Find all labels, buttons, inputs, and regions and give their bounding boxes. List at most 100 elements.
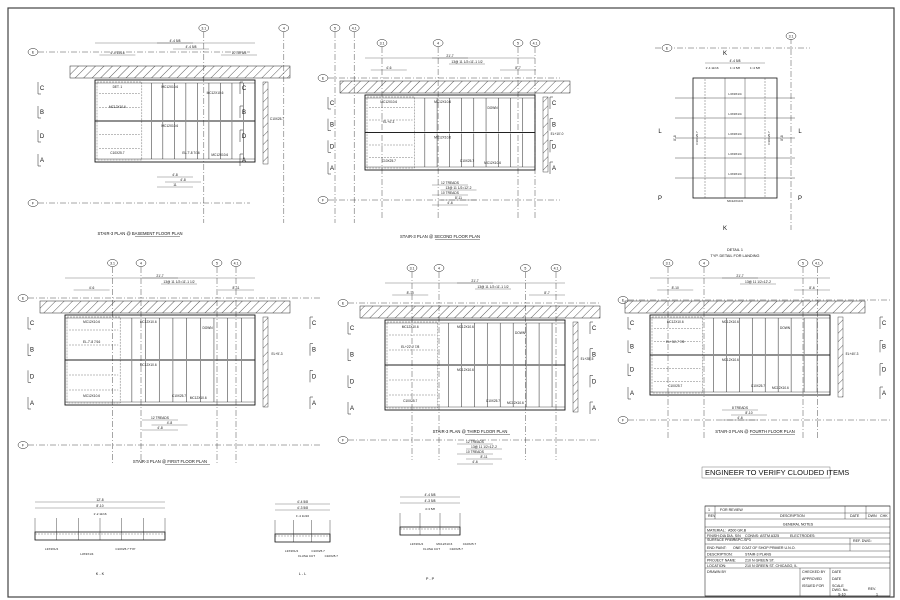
section-mark-A: A (40, 158, 44, 164)
section-mark-D: D (30, 374, 35, 380)
location-label: LOCATION: (707, 564, 726, 568)
member-label: MC12X10.6 (109, 105, 126, 109)
member-label: MC12X10.6 (161, 124, 178, 128)
member-label: C10X25.7 (486, 399, 500, 403)
landing (96, 81, 142, 161)
grid-label-4.1: 4.1 (352, 26, 357, 30)
member-label: DOWN (515, 331, 526, 335)
dimension: 4'-6 (737, 416, 743, 420)
dimension: 8'-11 (233, 286, 240, 290)
detail-1: E3.1 (655, 32, 810, 230)
grid-label-5-bubble (211, 259, 223, 267)
member-label: MC12X10.6 (211, 153, 228, 157)
member-label: L3X3X1/4 (728, 152, 742, 156)
member-label: EL-7'-8 7/16 (83, 340, 100, 344)
member-label: C10X25.7 (382, 159, 396, 163)
section-mark-C: C (630, 321, 635, 327)
member-label: DOWN (487, 106, 498, 110)
section-mark-B: B (312, 348, 316, 354)
grid-label-F: F (622, 418, 624, 422)
section-mark-B: B (30, 348, 34, 354)
dimension: 10'-10 5/8 (232, 51, 247, 55)
date-label: DATE (832, 577, 842, 581)
electrodes-label: ELECTRODES: (790, 534, 815, 538)
dimension: 4'-4 11/16 (110, 51, 124, 55)
grid-label-3.1-bubble (785, 32, 797, 40)
member-label: MC12X10.6 (457, 325, 474, 329)
section-mark-P: P (798, 196, 802, 202)
grid-label-3.1-bubble (107, 259, 118, 267)
end-paint-value: ONE COAT OF SHOP PRIMER U.N.O. (733, 546, 796, 550)
sheet-rev: 1 (876, 593, 878, 597)
dimension: 8'-7 (515, 66, 521, 70)
section-mark-B: B (330, 123, 334, 129)
header-chk: CHK (880, 514, 888, 518)
project-label: PROJECT NAME: (707, 559, 736, 563)
grid-label-F-bubble (617, 416, 629, 424)
grid-label-4-bubble (432, 39, 444, 47)
grid-label-5: 5 (802, 261, 804, 265)
detail-title: DETAIL 1 (727, 248, 743, 252)
member-label: C10X25.7 (695, 131, 699, 145)
checked-by-label: CHECKED BY (802, 570, 826, 574)
member-label: MC12X10.6 (434, 100, 451, 104)
grid-label-E: E (322, 76, 325, 80)
dimension: 4'-3 5/8 (425, 499, 436, 503)
section-mark-B: B (242, 110, 246, 116)
dimension: 8'-10 (672, 286, 679, 290)
header-description: DESCRIPTION (780, 514, 805, 518)
end-paint-label: END PAINT: (707, 546, 727, 550)
section-mark-A: A (242, 158, 246, 164)
dimension: 13@ 11 1/2=12'-2 (471, 445, 497, 449)
dimension: 1'-4 5/8 (730, 66, 740, 70)
rev-description: FOR REVIEW (720, 508, 743, 512)
grid-label-5-bubble (797, 259, 809, 267)
dimension: 13@ 11 1/2=12'-2 (745, 280, 771, 284)
dimension: 8'-10 (407, 291, 414, 295)
grid-label-F-bubble (17, 441, 29, 449)
wall-hatch (262, 81, 269, 165)
grid-label-F-bubble (317, 196, 329, 204)
member-label: C10X25.7 TYP (115, 547, 135, 551)
conns-label: CONNS: (745, 534, 759, 538)
member-label: MC12X10.6 (83, 394, 100, 398)
grid-label-E: E (622, 298, 625, 302)
wall-hatch (339, 80, 571, 94)
section-mark-D: D (40, 134, 45, 140)
dimension: 8'-8 (780, 135, 784, 141)
grid-label-3.1: 3.1 (201, 26, 206, 30)
grid-label-5-bubble (512, 39, 524, 47)
grid-label-3.1: 3.1 (380, 41, 385, 45)
drawn-by-label: DRAWN BY (707, 570, 727, 574)
dimension: 4'-4 5/8 (186, 45, 197, 49)
dimension: 13@ 11 1/2=11'-1 1/2 (451, 60, 482, 64)
general-notes-heading: GENERAL NOTES (783, 523, 814, 527)
section-mark-B: B (592, 353, 596, 359)
grid-label-E: E (32, 50, 35, 54)
dimension: 13@ 11 1/2=11'-1 1/2 (163, 280, 194, 284)
member-label: MC12X10.6 (457, 368, 474, 372)
grid-label-3.1-bubble (662, 259, 674, 267)
member-label: EL+22'-2 7/8 (401, 345, 419, 349)
section-mark-A: A (350, 406, 354, 412)
member-label: L3X3X1/4 (80, 552, 94, 556)
section-mark-A: A (882, 391, 886, 397)
dimension: 4'-6 (447, 201, 453, 205)
dimension: 4'-4 5/8 (425, 493, 436, 497)
member-label: L3X3X1/4 (410, 542, 424, 546)
member-label: FLUSH CUT (298, 554, 315, 558)
member-label: MC12X10.6 (83, 320, 100, 324)
dimension: 12'-8 (96, 498, 103, 502)
member-label: C10X25.7 (403, 399, 417, 403)
plan-title: STAIR-3 PLAN @ FIRST FLOOR PLAN (133, 459, 207, 464)
grid-label-E-bubble (27, 48, 39, 56)
member-label: MC12X10.6 (507, 401, 524, 405)
dimension: 13@ 11 1/2=11'-1 1/2 (477, 285, 508, 289)
grid-label-E-bubble (317, 74, 329, 82)
dimension: 4'-3 5/8 (297, 506, 308, 510)
surface-prep-label: SURFACE PREP: (707, 538, 736, 542)
section-mark-C: C (882, 321, 887, 327)
dwg-no-label: DWG. No. (832, 588, 848, 592)
